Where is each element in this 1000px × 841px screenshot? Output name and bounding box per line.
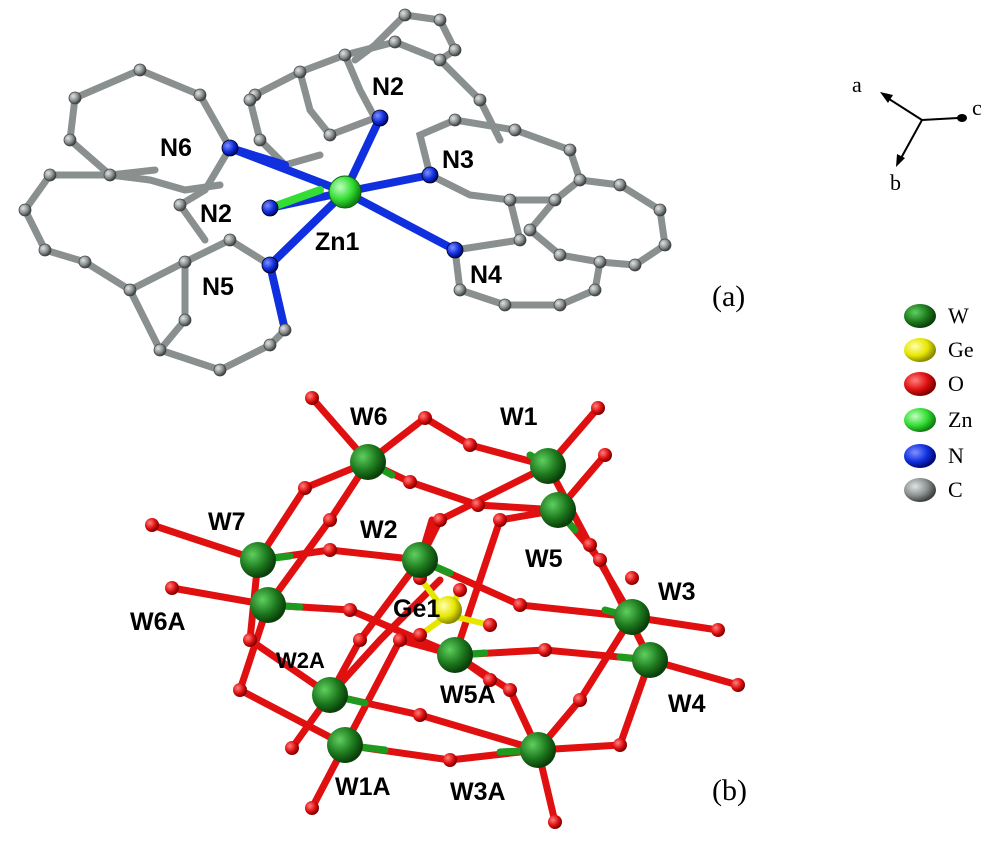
axis-label-c: c: [972, 95, 982, 120]
legend-swatch-ge: [904, 338, 936, 362]
legend-label-ge: Ge: [948, 337, 974, 362]
tungsten-atoms: [240, 444, 668, 768]
atom-label-n6: N6: [160, 134, 192, 162]
atom-label-w5a: W5A: [440, 681, 496, 709]
atom-label-ge1: Ge1: [393, 595, 440, 623]
atom-label-w1: W1: [500, 403, 538, 431]
atom-label-w2: W2: [360, 516, 398, 544]
atom-label-n2-left: N2: [200, 200, 232, 228]
atom-label-n4: N4: [470, 261, 502, 289]
legend-swatch-c: [904, 478, 936, 502]
atom-label-w3a: W3A: [450, 778, 506, 806]
legend-label-zn: Zn: [948, 407, 972, 432]
atom-label-n2-top: N2: [372, 73, 404, 101]
atom-label-w3: W3: [658, 578, 696, 606]
crystal-axes-indicator: a b c: [852, 72, 982, 195]
atom-label-w5: W5: [525, 545, 563, 573]
panel-label-a: (a): [712, 280, 745, 313]
atom-label-n5: N5: [202, 273, 234, 301]
atom-label-w4: W4: [668, 690, 706, 718]
atom-label-n3: N3: [442, 146, 474, 174]
legend-swatch-o: [904, 372, 936, 396]
legend-label-n: N: [948, 443, 964, 468]
axis-label-a: a: [852, 72, 862, 97]
legend-swatch-w: [904, 304, 936, 328]
atom-label-zn1: Zn1: [315, 228, 360, 256]
ge1-atom: [434, 596, 462, 624]
panel-label-b: (b): [712, 774, 747, 807]
zn1-atom: [328, 175, 362, 209]
legend-label-c: C: [948, 477, 963, 502]
legend-swatch-n: [904, 444, 936, 468]
atom-label-w2a: W2A: [276, 648, 325, 673]
nitrogen-atoms: [221, 109, 464, 274]
atom-color-legend: W Ge O Zn N C: [904, 303, 974, 502]
carbon-atoms: [18, 8, 672, 377]
atom-label-w1a: W1A: [335, 773, 391, 801]
zn-complex-structure: N2 N6 N3 N2 Zn1 N5 N4: [18, 8, 672, 377]
atom-label-w6: W6: [350, 403, 388, 431]
polyoxometalate-structure: W6 W1 W7 W2 W5 W3 W6A Ge1 W2A W5A W4 W1A…: [130, 391, 745, 829]
oxygen-atoms: [145, 391, 745, 829]
axis-label-b: b: [890, 170, 901, 195]
atom-label-w7: W7: [208, 508, 246, 536]
legend-label-w: W: [948, 303, 969, 328]
atom-label-w6a: W6A: [130, 608, 186, 636]
legend-swatch-zn: [904, 408, 936, 432]
legend-label-o: O: [948, 371, 964, 396]
